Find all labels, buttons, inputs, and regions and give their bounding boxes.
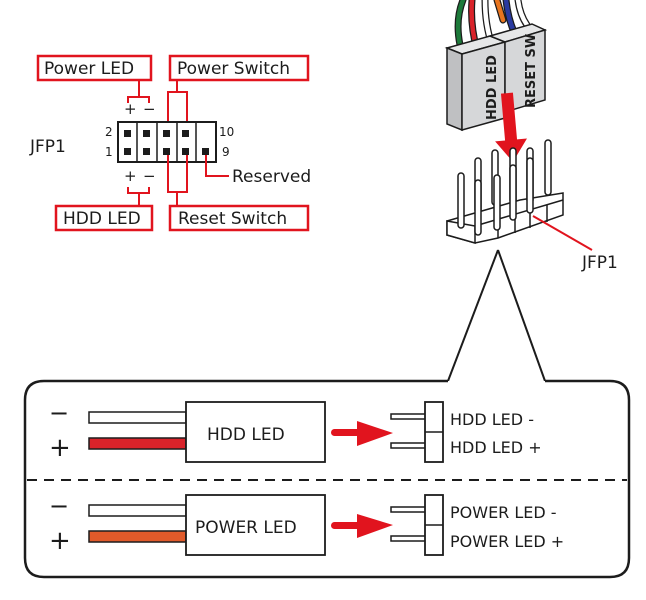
pin	[143, 148, 150, 155]
power-led-callout: Power LED	[36, 54, 153, 103]
jfp1-3d-label: JFP1	[581, 253, 618, 273]
positive-wire	[88, 530, 187, 543]
hdd-led-plus-pin-label: HDD LED +	[450, 438, 542, 457]
pin-number-10: 10	[219, 125, 234, 139]
hdd-led-box-label: HDD LED	[207, 425, 285, 445]
hdd-led-callout: HDD LED	[54, 187, 154, 232]
reset-switch-label: Reset Switch	[178, 209, 287, 229]
hdd-led-plug-label: HDD LED	[485, 55, 500, 120]
polarity-plus-top: +	[124, 100, 137, 118]
pin-number-1: 1	[105, 145, 113, 159]
jfp1-label: JFP1	[29, 137, 66, 157]
pin	[124, 130, 131, 137]
polarity-minus-bottom: −	[143, 167, 156, 185]
minus-symbol: −	[49, 399, 69, 427]
hdd-led-cable-box	[185, 401, 326, 463]
pin	[124, 148, 131, 155]
reset-sw-plug-label: RESET SW	[524, 34, 539, 108]
pin	[202, 148, 209, 155]
plus-symbol: +	[49, 526, 71, 556]
hdd-led-plug: HDD LED	[444, 35, 508, 132]
pin	[143, 130, 150, 137]
power-led-box-label: POWER LED	[195, 518, 297, 538]
arrow-icon	[331, 421, 393, 446]
minus-symbol: −	[49, 492, 69, 520]
negative-wire	[88, 504, 187, 517]
pinout-schematic: Power LED Power Switch + − JFP1 2 1 10 9	[29, 54, 311, 232]
polarity-minus-top: −	[143, 100, 156, 118]
pin	[163, 148, 170, 155]
negative-wire	[88, 411, 187, 424]
polarity-plus-bottom: +	[124, 167, 137, 185]
power-switch-callout: Power Switch	[167, 54, 310, 130]
pin-number-2: 2	[105, 125, 113, 139]
power-led-row: − + POWER LED POWER LED - POWER LED +	[49, 492, 564, 556]
power-led-minus-pin-label: POWER LED -	[450, 503, 557, 522]
hdd-led-minus-pin-label: HDD LED -	[450, 410, 534, 429]
power-led-label: Power LED	[44, 59, 134, 79]
magnify-lines	[447, 249, 546, 382]
detail-panel: − + HDD LED HDD LED - HDD LED + − + POWE	[23, 379, 631, 579]
reserved-callout: Reserved	[205, 155, 311, 187]
pin	[182, 130, 189, 137]
power-switch-label: Power Switch	[177, 59, 290, 79]
pin-header-3d	[446, 139, 564, 244]
reserved-label: Reserved	[232, 167, 311, 187]
pin	[163, 130, 170, 137]
reset-switch-callout: Reset Switch	[167, 155, 310, 232]
power-led-plus-pin-label: POWER LED +	[450, 532, 564, 551]
power-led-cable-box	[185, 494, 326, 556]
positive-wire	[88, 437, 187, 450]
plus-symbol: +	[49, 433, 71, 463]
connector-illustration: HDD LED RESET SW	[444, 0, 618, 273]
pin-number-9: 9	[222, 145, 230, 159]
reset-sw-plug: RESET SW	[487, 23, 548, 114]
hdd-led-row: − + HDD LED HDD LED - HDD LED +	[49, 399, 542, 463]
insert-arrow	[495, 92, 527, 162]
arrow-icon	[331, 514, 393, 538]
hdd-led-label: HDD LED	[63, 209, 141, 229]
pin	[182, 148, 189, 155]
